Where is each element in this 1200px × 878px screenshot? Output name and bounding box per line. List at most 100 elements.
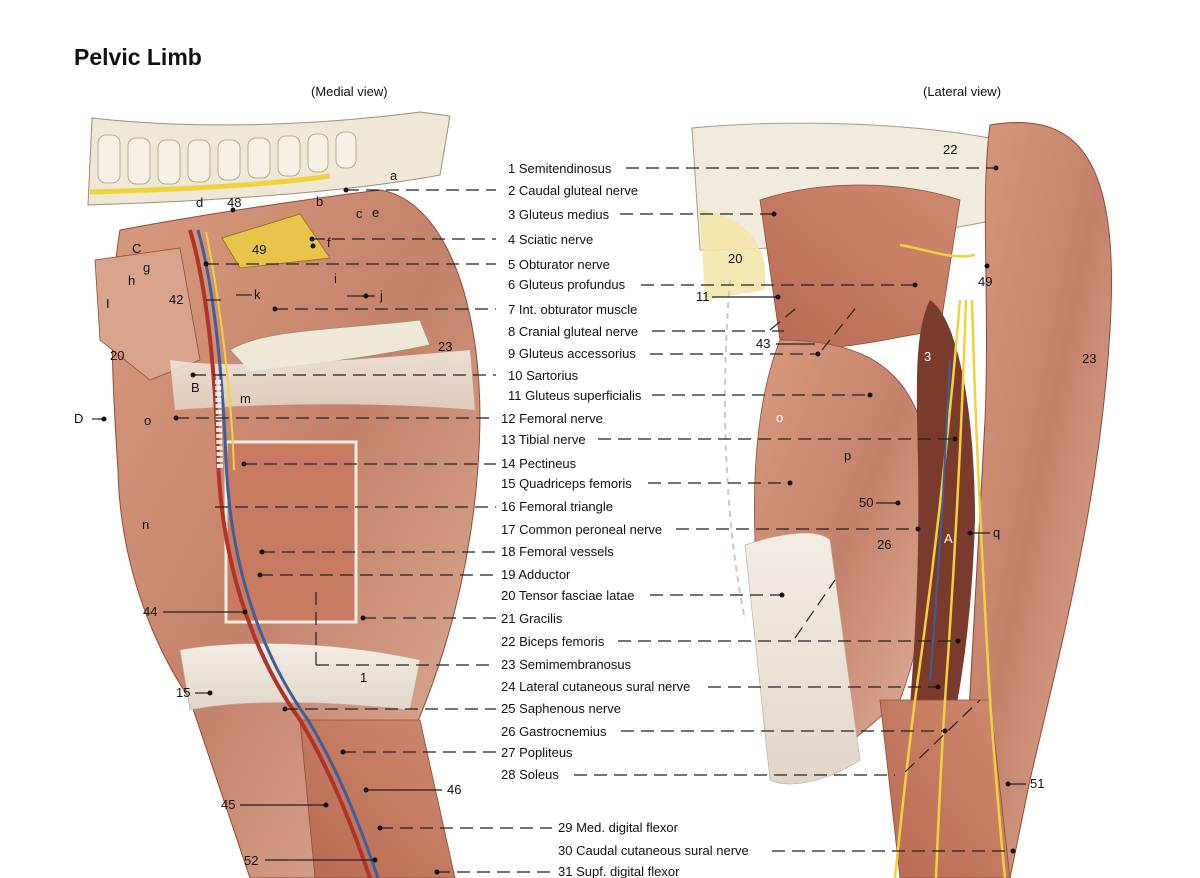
tag-d: d bbox=[196, 195, 204, 210]
label-med-digital-flexor: 29 Med. digital flexor bbox=[558, 820, 678, 835]
label-tibial-nerve: 13 Tibial nerve bbox=[501, 432, 586, 447]
tag-43: 43 bbox=[756, 336, 771, 351]
label-saphenous-nerve: 25 Saphenous nerve bbox=[501, 701, 621, 716]
medial-vertebrae bbox=[97, 131, 357, 185]
tag-g: g bbox=[143, 260, 151, 275]
tag-51: 51 bbox=[1030, 776, 1045, 791]
tag-3-lateral: 3 bbox=[924, 349, 932, 364]
tag-k: k bbox=[254, 287, 261, 302]
tag-48: 48 bbox=[227, 195, 242, 210]
tag-e: e bbox=[372, 205, 380, 220]
tag-m: m bbox=[240, 391, 251, 406]
label-common-peroneal-nerve: 17 Common peroneal nerve bbox=[501, 522, 663, 537]
tag-49-lateral: 49 bbox=[978, 274, 993, 289]
tag-15-medial: 15 bbox=[176, 685, 191, 700]
label-tensor-fasciae-latae: 20 Tensor fasciae latae bbox=[501, 588, 635, 603]
page-title: Pelvic Limb bbox=[74, 44, 202, 70]
tag-n: n bbox=[142, 517, 150, 532]
tag-52: 52 bbox=[244, 853, 259, 868]
label-lateral-cutaneous-sural-nerve: 24 Lateral cutaneous sural nerve bbox=[501, 679, 691, 694]
tag-h: h bbox=[128, 273, 136, 288]
label-int-obturator-muscle: 7 Int. obturator muscle bbox=[508, 302, 638, 317]
medial-view bbox=[87, 111, 481, 878]
label-gluteus-superficialis: 11 Gluteus superficialis bbox=[508, 388, 642, 403]
lateral-view-caption: (Lateral view) bbox=[923, 84, 1002, 99]
medial-view-caption: (Medial view) bbox=[311, 84, 388, 99]
label-caudal-gluteal-nerve: 2 Caudal gluteal nerve bbox=[508, 183, 639, 198]
label-caudal-cutaneous-sural-nerve: 30 Caudal cutaneous sural nerve bbox=[558, 843, 749, 858]
label-gluteus-medius: 3 Gluteus medius bbox=[508, 207, 610, 222]
label-femoral-triangle: 16 Femoral triangle bbox=[501, 499, 613, 514]
label-soleus: 28 Soleus bbox=[501, 767, 559, 782]
tag-23-lateral: 23 bbox=[1082, 351, 1097, 366]
tag-11-lateral: 11 bbox=[696, 289, 710, 304]
medial-femoral-window bbox=[224, 440, 358, 624]
tag-C: C bbox=[132, 241, 142, 256]
tag-a: a bbox=[390, 168, 398, 183]
tag-f: f bbox=[327, 235, 331, 250]
tag-b: b bbox=[316, 194, 324, 209]
tag-42: 42 bbox=[169, 292, 184, 307]
tag-45: 45 bbox=[221, 797, 236, 812]
label-sciatic-nerve: 4 Sciatic nerve bbox=[508, 232, 594, 247]
tag-50: 50 bbox=[859, 495, 874, 510]
medial-saphenous-nerve bbox=[205, 231, 235, 471]
medial-vein bbox=[196, 229, 380, 878]
label-quadriceps-femoris: 15 Quadriceps femoris bbox=[501, 476, 632, 491]
tag-A: A bbox=[944, 531, 953, 546]
lateral-nerve-bundle bbox=[893, 243, 1007, 878]
label-obturator-nerve: 5 Obturator nerve bbox=[508, 257, 610, 272]
tag-c: c bbox=[356, 206, 363, 221]
label-sartorius: 10 Sartorius bbox=[508, 368, 579, 383]
tag-o-lateral: o bbox=[776, 410, 784, 425]
tag-I: I bbox=[106, 296, 110, 311]
tag-23-medial: 23 bbox=[438, 339, 453, 354]
lateral-view bbox=[691, 121, 1112, 878]
label-pectineus: 14 Pectineus bbox=[501, 456, 577, 471]
tag-20-medial: 20 bbox=[110, 348, 125, 363]
label-gastrocnemius: 26 Gastrocnemius bbox=[501, 724, 607, 739]
lateral-yellow-fat bbox=[700, 210, 766, 300]
medial-nerve-triangle bbox=[221, 213, 331, 269]
tag-q: q bbox=[993, 525, 1001, 540]
lateral-lower-leg bbox=[879, 699, 1011, 878]
tag-o-medial: o bbox=[144, 413, 152, 428]
label-supf-digital-flexor: 31 Supf. digital flexor bbox=[558, 864, 680, 878]
label-gracilis: 21 Gracilis bbox=[501, 611, 563, 626]
label-gluteus-profundus: 6 Gluteus profundus bbox=[508, 277, 626, 292]
label-gluteus-accessorius: 9 Gluteus accessorius bbox=[508, 346, 636, 361]
tag-1-medial: 1 bbox=[360, 670, 368, 685]
leader-dots bbox=[101, 165, 1016, 875]
tag-D: D bbox=[74, 411, 84, 426]
tag-44: 44 bbox=[143, 604, 158, 619]
tag-20-lateral: 20 bbox=[728, 251, 743, 266]
tag-46: 46 bbox=[447, 782, 462, 797]
tag-i: i bbox=[334, 271, 337, 286]
label-cranial-gluteal-nerve: 8 Cranial gluteal nerve bbox=[508, 324, 639, 339]
label-semimembranosus: 23 Semimembranosus bbox=[501, 657, 632, 672]
tag-22-lateral: 22 bbox=[943, 142, 958, 157]
label-adductor: 19 Adductor bbox=[501, 567, 571, 582]
label-femoral-nerve: 12 Femoral nerve bbox=[501, 411, 603, 426]
medial-tendon-band bbox=[179, 643, 421, 711]
tag-j: j bbox=[380, 288, 383, 303]
label-femoral-vessels: 18 Femoral vessels bbox=[501, 544, 614, 559]
label-popliteus: 27 Popliteus bbox=[501, 745, 573, 760]
tag-49-medial: 49 bbox=[252, 242, 267, 257]
label-biceps-femoris: 22 Biceps femoris bbox=[501, 634, 605, 649]
medial-artery bbox=[188, 229, 372, 878]
lateral-posterior-muscle bbox=[959, 121, 1112, 878]
leader-lines bbox=[176, 167, 1013, 873]
medial-spinal-nerve bbox=[89, 173, 331, 195]
medial-lymph-chain bbox=[215, 379, 223, 471]
tag-p: p bbox=[844, 448, 852, 463]
tag-B: B bbox=[191, 380, 200, 395]
lateral-vessel bbox=[929, 359, 951, 681]
medial-tendon-band-2 bbox=[170, 350, 475, 410]
lateral-dashed-outline bbox=[724, 279, 746, 621]
lateral-fascia-sheet bbox=[744, 532, 861, 785]
label-semitendinosus: 1 Semitendinosus bbox=[508, 161, 612, 176]
medial-lower-leg bbox=[299, 719, 456, 878]
